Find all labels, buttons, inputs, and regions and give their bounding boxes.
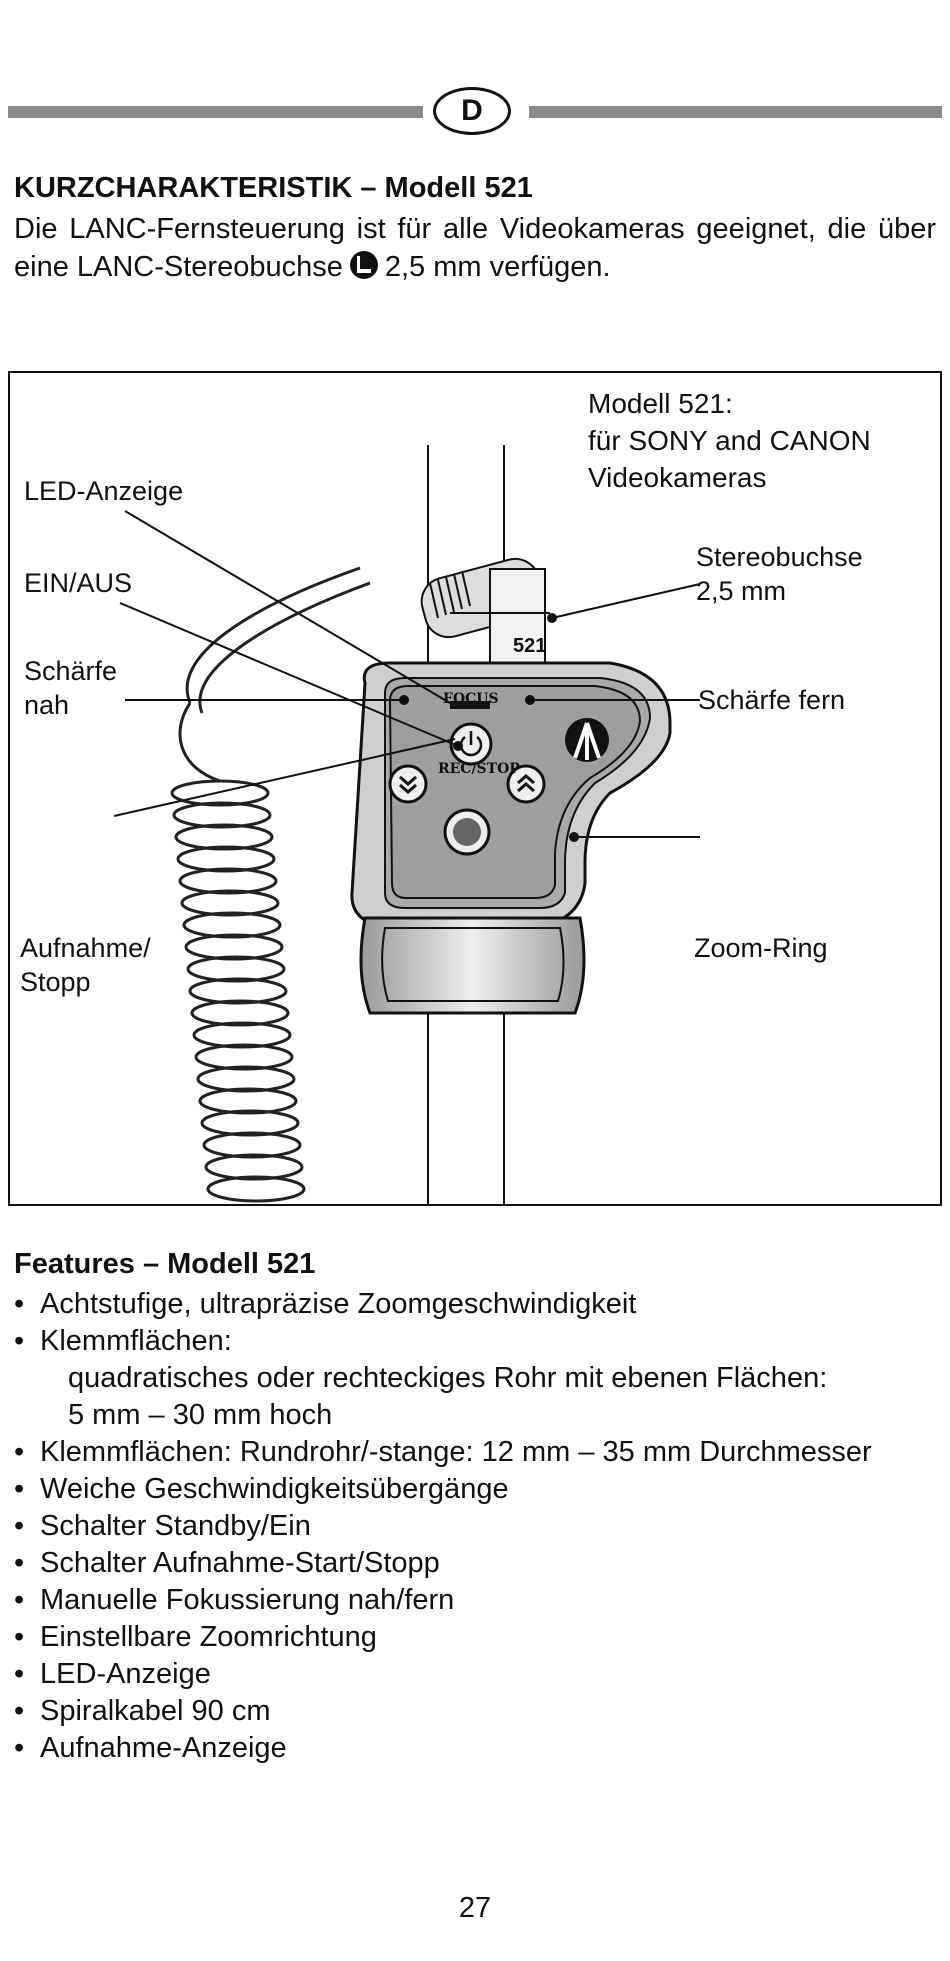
coiled-cable [170, 566, 371, 1203]
callout-power: EIN/AUS [24, 568, 133, 598]
stereo-jack-icon [349, 250, 379, 290]
list-item: Manuelle Fokussierung nah/fern [14, 1582, 872, 1619]
callout-zoom-ring: Zoom-Ring [694, 933, 828, 963]
header-rule-right [529, 106, 942, 118]
callout-focus-near: Schärfe nah [24, 656, 118, 720]
list-item: Klemmflächen: quadratisches oder rechteck… [14, 1323, 872, 1434]
list-item: Weiche Geschwindigkeitsübergänge [14, 1471, 872, 1508]
zoom-ring [359, 916, 586, 1015]
remote-drawing [113, 445, 701, 1204]
callout-focus-far: Schärfe fern [698, 685, 846, 715]
callout-led: LED-Anzeige [24, 476, 184, 506]
list-item: Einstellbare Zoomrichtung [14, 1619, 872, 1656]
intro-text: Die LANC-Fernsteuerung ist für alle Vide… [14, 213, 936, 283]
list-item: Achtstufige, ultrapräzise Zoomgeschwindi… [14, 1286, 872, 1323]
device-model-number: 521 [513, 635, 547, 657]
intro-text-end: 2,5 mm verfügen. [384, 251, 611, 283]
list-item-subline: quadratisches oder rechteckiges Rohr mit… [68, 1362, 828, 1394]
features-heading: Features – Modell 521 [14, 1248, 316, 1280]
device-rec-stop-label: REC/STOP [438, 761, 520, 777]
callout-record: Aufnahme/ Stopp [20, 933, 151, 997]
list-item-subline: 5 mm – 30 mm hoch [68, 1399, 333, 1431]
list-item: Spiralkabel 90 cm [14, 1693, 872, 1730]
list-item: Klemmflächen: Rundrohr/-stange: 12 mm – … [14, 1434, 872, 1471]
features-list: Achtstufige, ultrapräzise Zoomgeschwindi… [14, 1286, 872, 1767]
list-item: Aufnahme-Anzeige [14, 1730, 872, 1767]
header-rule-left [8, 106, 423, 118]
intro-paragraph: Die LANC-Fernsteuerung ist für alle Vide… [14, 210, 936, 290]
led-indicator [450, 701, 490, 709]
page-number: 27 [458, 1892, 492, 1924]
section-heading: KURZCHARAKTERISTIK – Modell 521 [14, 172, 533, 204]
list-item-text: Klemmflächen: [40, 1325, 232, 1357]
callout-jack: Stereobuchse 2,5 mm [696, 542, 863, 606]
list-item: Schalter Aufnahme-Start/Stopp [14, 1545, 872, 1582]
list-item: LED-Anzeige [14, 1656, 872, 1693]
language-badge: D [433, 87, 511, 135]
device-focus-label: FOCUS [443, 691, 499, 707]
jack-plug [420, 557, 550, 694]
product-illustration: 521 FOCUS REC/STOP Modell 521: für SONY … [8, 371, 942, 1206]
model-note: Modell 521: für SONY and CANON Videokame… [588, 388, 871, 493]
list-item: Schalter Standby/Ein [14, 1508, 872, 1545]
